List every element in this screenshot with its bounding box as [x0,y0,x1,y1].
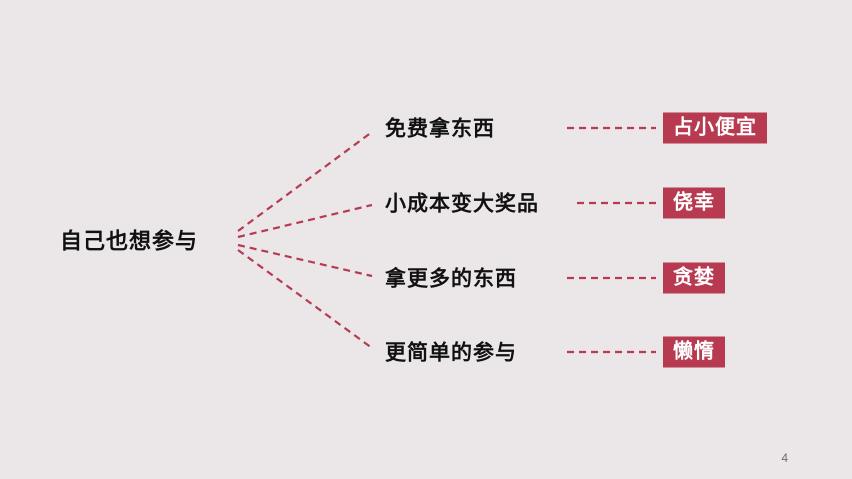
branch-label-2: 小成本变大奖品 [385,192,539,216]
page-number: 4 [781,451,788,465]
branch-badge-4: 懒惰 [663,336,725,368]
branch-badge-2: 侥幸 [663,187,725,219]
root-node-label: 自己也想参与 [60,228,199,254]
connector-root-branch-4 [237,249,373,349]
branch-badge-3: 贪婪 [663,262,725,294]
connector-root-branch-2 [237,203,373,239]
branch-label-1: 免费拿东西 [385,117,495,141]
branch-label-3: 拿更多的东西 [385,267,517,291]
branch-badge-1: 占小便宜 [663,112,767,144]
connector-root-branch-1 [237,131,373,232]
connector-root-branch-3 [237,243,373,278]
branch-label-4: 更简单的参与 [385,341,517,365]
